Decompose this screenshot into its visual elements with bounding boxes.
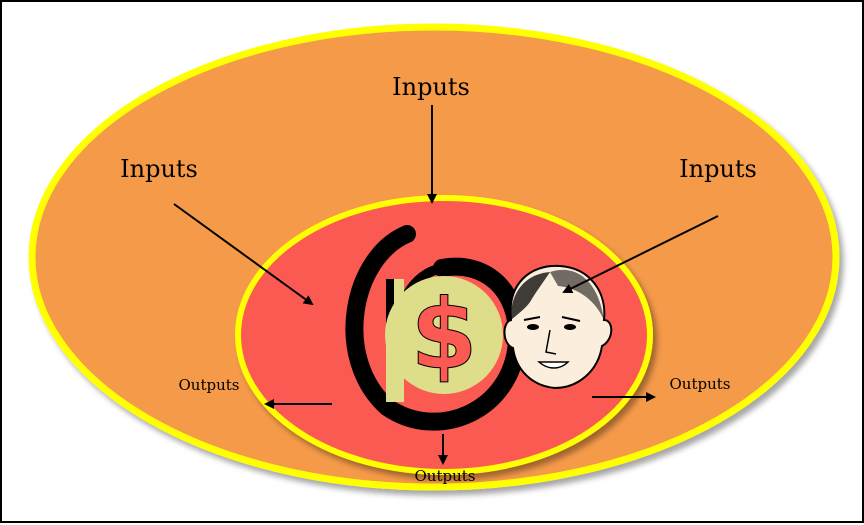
dollar-coin-icon: $ <box>385 276 503 402</box>
outputs-label-left: Outputs <box>179 376 240 394</box>
face-icon <box>503 264 613 390</box>
input-arrow-right <box>562 215 719 293</box>
dollar-sign: $ <box>411 279 478 391</box>
inputs-label-top: Inputs <box>392 73 470 101</box>
outputs-label-bottom: Outputs <box>415 467 476 485</box>
inputs-label-right: Inputs <box>679 155 757 183</box>
inputs-label-left: Inputs <box>120 155 198 183</box>
input-arrow-left <box>173 203 314 306</box>
outputs-label-right: Outputs <box>670 375 731 393</box>
